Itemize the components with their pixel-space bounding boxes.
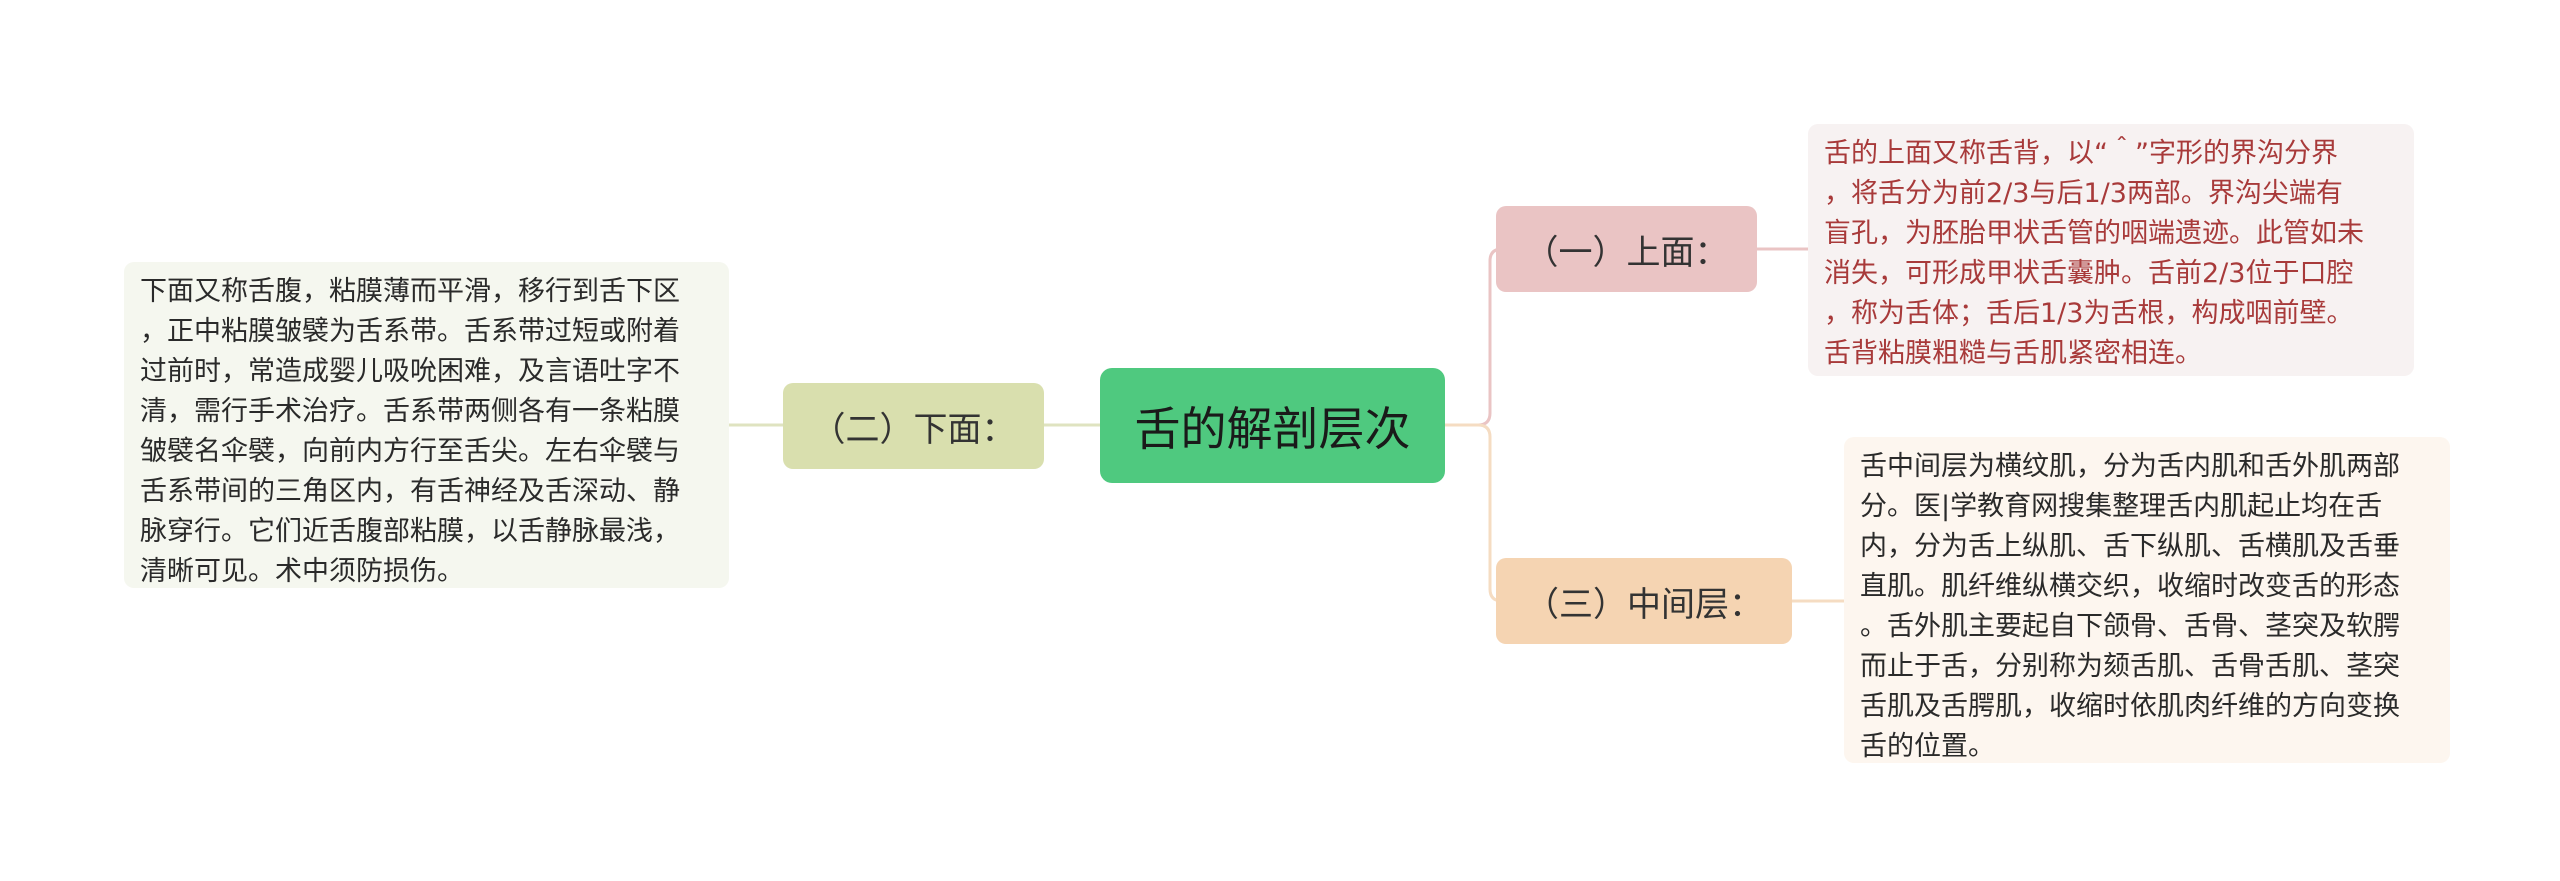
note-line: ，将舌分为前2/3与后1/3两部。界沟尖端有: [1824, 178, 2343, 209]
note-line: 。舌外肌主要起自下颌骨、舌骨、茎突及软腭: [1860, 611, 2400, 642]
note-line: 分。医|学教育网搜集整理舌内肌起止均在舌: [1860, 491, 2383, 522]
branch-upper-surface[interactable]: （一）上面：: [1496, 206, 1757, 292]
root-topic[interactable]: 舌的解剖层次: [1100, 368, 1445, 483]
note-line: 直肌。肌纤维纵横交织，收缩时改变舌的形态: [1860, 571, 2400, 602]
note-lower-surface[interactable]: 下面又称舌腹，粘膜薄而平滑，移行到舌下区 ，正中粘膜皱襞为舌系带。舌系带过短或附…: [124, 262, 729, 588]
note-line: 舌的上面又称舌背，以“＾”字形的界沟分界: [1824, 138, 2338, 169]
note-line: 舌中间层为横纹肌，分为舌内肌和舌外肌两部: [1860, 451, 2400, 482]
root-topic-label: 舌的解剖层次: [1134, 401, 1411, 456]
note-line: ，称为舌体；舌后1/3为舌根，构成咽前壁。: [1824, 298, 2354, 329]
connector-root-to-mid: [1445, 423, 1503, 603]
note-line: 舌系带间的三角区内，有舌神经及舌深动、静: [140, 476, 680, 507]
note-line: 内，分为舌上纵肌、舌下纵肌、舌横肌及舌垂: [1860, 531, 2400, 562]
branch-middle-layer-label: （三）中间层：: [1525, 584, 1763, 625]
branch-middle-layer[interactable]: （三）中间层：: [1496, 558, 1792, 644]
note-line: 舌的位置。: [1860, 731, 1995, 762]
note-upper-surface[interactable]: 舌的上面又称舌背，以“＾”字形的界沟分界 ，将舌分为前2/3与后1/3两部。界沟…: [1808, 124, 2414, 376]
note-middle-layer[interactable]: 舌中间层为横纹肌，分为舌内肌和舌外肌两部 分。医|学教育网搜集整理舌内肌起止均在…: [1844, 437, 2450, 763]
note-line: 盲孔，为胚胎甲状舌管的咽端遗迹。此管如未: [1824, 218, 2364, 249]
note-line: 过前时，常造成婴儿吸吮困难，及言语吐字不: [140, 356, 680, 387]
note-line: 清晰可见。术中须防损伤。: [140, 556, 464, 587]
connector-root-to-top: [1445, 247, 1503, 427]
note-line: 脉穿行。它们近舌腹部粘膜，以舌静脉最浅，: [140, 516, 680, 547]
branch-upper-surface-label: （一）上面：: [1524, 232, 1729, 273]
note-line: ，正中粘膜皱襞为舌系带。舌系带过短或附着: [140, 316, 680, 347]
note-line: 下面又称舌腹，粘膜薄而平滑，移行到舌下区: [140, 276, 680, 307]
note-line: 清，需行手术治疗。舌系带两侧各有一条粘膜: [140, 396, 680, 427]
note-line: 消失，可形成甲状舌囊肿。舌前2/3位于口腔: [1824, 258, 2354, 289]
note-line: 舌背粘膜粗糙与舌肌紧密相连。: [1824, 338, 2202, 369]
branch-lower-surface-label: （二）下面：: [811, 409, 1016, 450]
note-line: 皱襞名伞襞，向前内方行至舌尖。左右伞襞与: [140, 436, 680, 467]
note-line: 而止于舌，分别称为颏舌肌、舌骨舌肌、茎突: [1860, 651, 2400, 682]
branch-lower-surface[interactable]: （二）下面：: [783, 383, 1044, 469]
note-line: 舌肌及舌腭肌，收缩时依肌肉纤维的方向变换: [1860, 691, 2400, 722]
